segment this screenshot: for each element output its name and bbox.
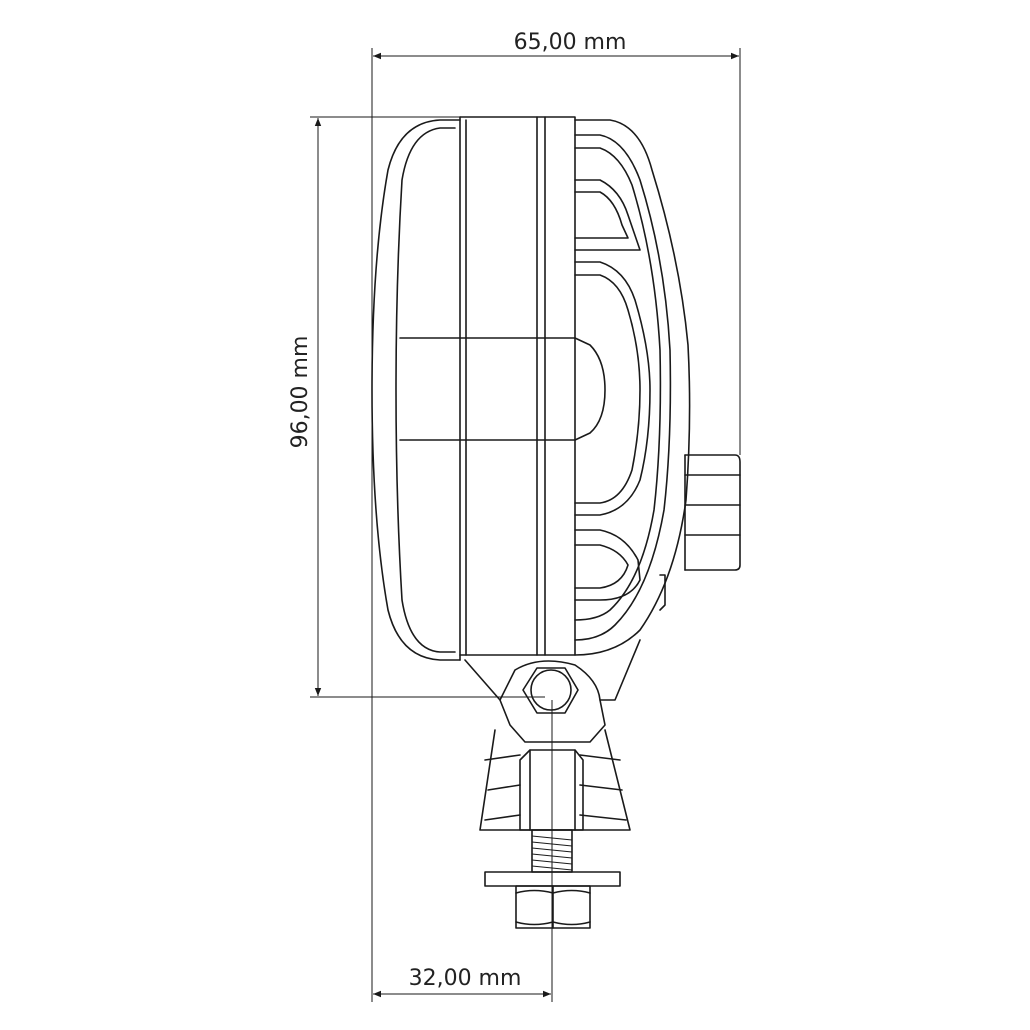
bolt-assembly [484,829,621,929]
connector [659,454,741,611]
width-dimension-label: 65,00 mm [514,30,627,55]
mount-offset-dimension: 32,00 mm [373,700,553,1002]
mount-bracket [464,639,641,831]
mount-offset-dimension-label: 32,00 mm [409,966,522,991]
height-dimension-label: 96,00 mm [288,336,313,449]
lamp-lens [371,119,576,661]
lamp-rear-housing [574,119,691,656]
lamp-body [459,116,576,661]
height-dimension: 96,00 mm [288,116,545,698]
width-dimension: 65,00 mm [371,30,741,1002]
